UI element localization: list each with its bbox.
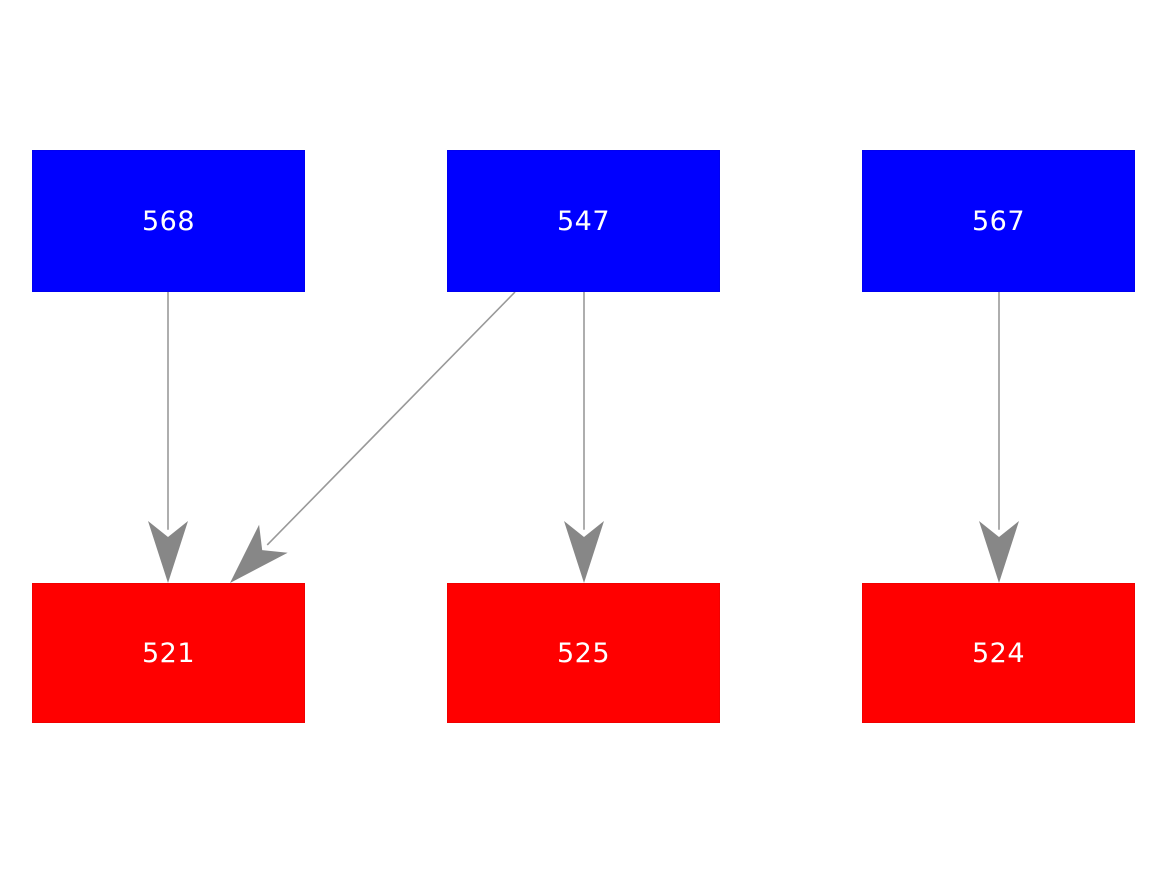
node-524[interactable]: 524 — [862, 583, 1135, 723]
node-label: 568 — [141, 205, 196, 237]
arrowhead-567-to-524 — [979, 521, 1019, 583]
node-label: 521 — [141, 637, 196, 669]
arrowhead-547-to-521 — [230, 524, 288, 583]
node-568[interactable]: 568 — [32, 150, 305, 292]
node-521[interactable]: 521 — [32, 583, 305, 723]
node-525[interactable]: 525 — [447, 583, 720, 723]
node-567[interactable]: 567 — [862, 150, 1135, 292]
arrowhead-568-to-521 — [148, 521, 188, 583]
node-label: 525 — [556, 637, 611, 669]
edge-line-547-to-521 — [266, 291, 516, 546]
node-label: 524 — [971, 637, 1026, 669]
node-label: 547 — [556, 205, 611, 237]
node-547[interactable]: 547 — [447, 150, 720, 292]
arrowhead-547-to-525 — [564, 521, 604, 583]
node-label: 567 — [971, 205, 1026, 237]
